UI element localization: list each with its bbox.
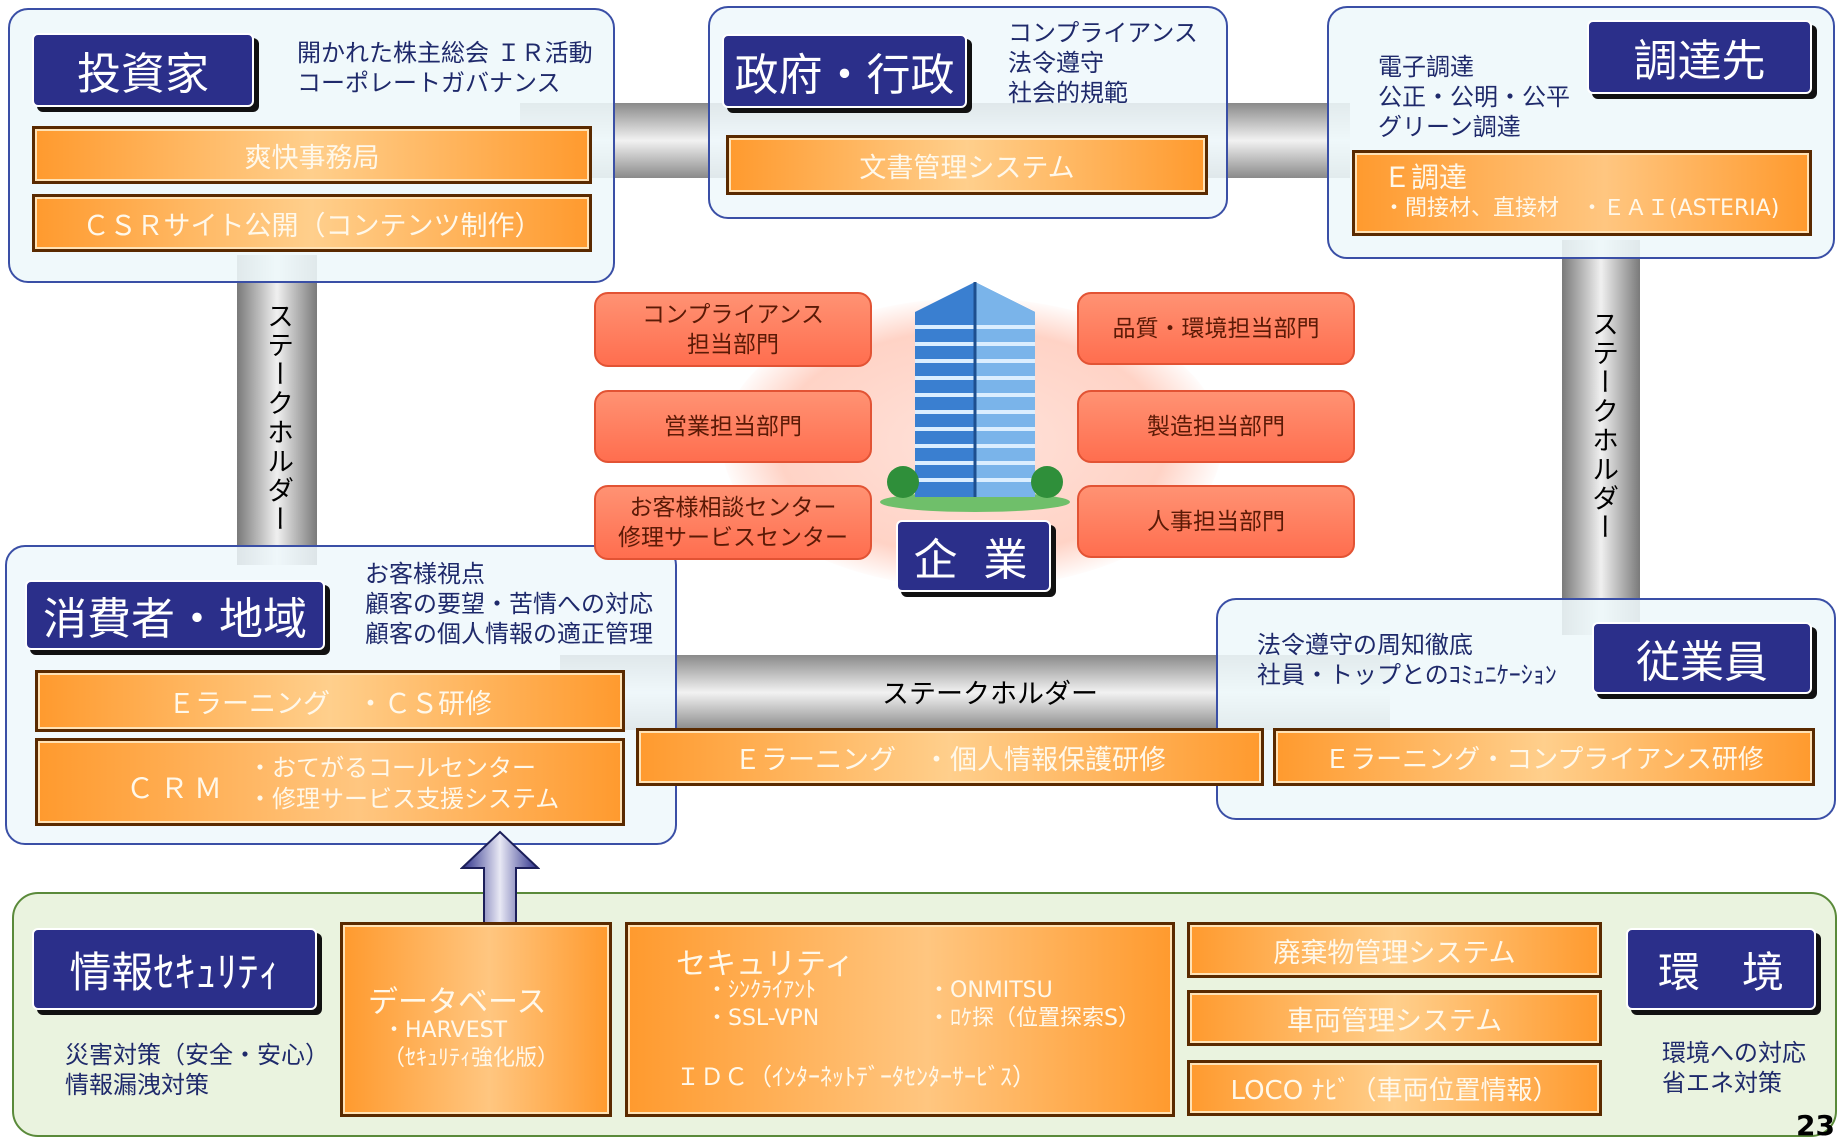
consumer-notes: お客様視点 顧客の要望・苦情への対応 顧客の個人情報の適正管理 bbox=[365, 560, 653, 648]
environment-notes: 環境への対応 省エネ対策 bbox=[1662, 1039, 1806, 1097]
supplier-bar-sub: ・間接材、直接材 ・ＥＡＩ(ASTERIA) bbox=[1383, 196, 1780, 221]
env-bar-loco-navi: LOCO ﾅﾋﾞ（車両位置情報） bbox=[1187, 1060, 1602, 1116]
stakeholder-label-left: ステークホルダー bbox=[262, 302, 293, 534]
page-number: 23 bbox=[1796, 1109, 1835, 1140]
security-box: セキュリティ ・ｼﾝｸﾗｲｱﾝﾄ ・SSL-VPN ・ONMITSU ・ﾛｹ探（… bbox=[625, 922, 1175, 1117]
security-items-left: ・ｼﾝｸﾗｲｱﾝﾄ ・SSL-VPN bbox=[706, 978, 820, 1031]
consumer-bar-elearning-cs: Ｅラーニング ・ＣＳ研修 bbox=[35, 670, 625, 732]
idc-label: ＩＤＣ（ｲﾝﾀｰﾈｯﾄﾃﾞｰﾀｾﾝﾀｰｻｰﾋﾞｽ） bbox=[676, 1063, 1036, 1091]
security-notes: 災害対策（安全・安心） 情報漏洩対策 bbox=[65, 1041, 329, 1099]
crm-label: ＣＲＭ bbox=[126, 772, 229, 805]
center-bar-elearning-privacy: Ｅラーニング ・個人情報保護研修 bbox=[636, 728, 1264, 786]
supplier-title: 調達先 bbox=[1587, 20, 1812, 94]
stakeholder-label-right: ステークホルダー bbox=[1587, 310, 1618, 542]
investor-title: 投資家 bbox=[32, 33, 254, 107]
security-box-title: セキュリティ bbox=[676, 947, 855, 982]
env-bar-vehicle-management: 車両管理システム bbox=[1187, 990, 1602, 1046]
investor-notes: 開かれた株主総会 ＩＲ活動 コーポレートガバナンス bbox=[297, 39, 593, 97]
database-box: データベース ・HARVEST （ｾｷｭﾘﾃｨ強化版） bbox=[340, 922, 612, 1117]
employee-title: 従業員 bbox=[1592, 622, 1812, 694]
dept-quality-environment: 品質・環境担当部門 bbox=[1077, 292, 1355, 365]
database-title: データベース bbox=[368, 985, 547, 1020]
government-title: 政府・行政 bbox=[722, 34, 967, 108]
stakeholder-label-middle: ステークホルダー bbox=[882, 679, 1098, 710]
connector-right-vertical bbox=[1562, 240, 1640, 635]
supplier-bar-e-procurement: Ｅ調達 ・間接材、直接材 ・ＥＡＩ(ASTERIA) bbox=[1352, 150, 1812, 236]
government-bar-document-system: 文書管理システム bbox=[726, 135, 1208, 195]
investor-bar-office: 爽快事務局 bbox=[32, 126, 592, 184]
environment-title: 環 境 bbox=[1626, 928, 1816, 1010]
security-title: 情報ｾｷｭﾘﾃｨ bbox=[32, 928, 317, 1010]
dept-hr: 人事担当部門 bbox=[1077, 485, 1355, 558]
dept-manufacturing: 製造担当部門 bbox=[1077, 390, 1355, 463]
security-items-right: ・ONMITSU ・ﾛｹ探（位置探索S） bbox=[928, 978, 1140, 1031]
connector-left-vertical bbox=[237, 255, 317, 565]
supplier-bar-title: Ｅ調達 bbox=[1383, 161, 1468, 194]
dept-customer-center: お客様相談センター 修理サービスセンター bbox=[594, 485, 872, 560]
database-items: ・HARVEST （ｾｷｭﾘﾃｨ強化版） bbox=[383, 1018, 560, 1071]
dept-sales: 営業担当部門 bbox=[594, 390, 872, 463]
dept-compliance: コンプライアンス 担当部門 bbox=[594, 292, 872, 367]
consumer-title: 消費者・地域 bbox=[25, 580, 325, 650]
enterprise-title: 企 業 bbox=[896, 520, 1051, 592]
government-notes: コンプライアンス 法令遵守 社会的規範 bbox=[1008, 19, 1198, 107]
investor-bar-csr-site: ＣＳＲサイト公開（コンテンツ制作） bbox=[32, 194, 592, 252]
employee-bar-elearning-compliance: Ｅラーニング・コンプライアンス研修 bbox=[1273, 728, 1815, 786]
consumer-bar-crm: ＣＲＭ ・おてがるコールセンター ・修理サービス支援システム bbox=[35, 738, 625, 826]
employee-notes: 法令遵守の周知徹底 社員・トップとのｺﾐｭﾆｹｰｼｮﾝ bbox=[1257, 631, 1557, 689]
crm-items: ・おてがるコールセンター ・修理サービス支援システム bbox=[248, 754, 560, 813]
office-building-icon bbox=[880, 282, 1070, 512]
supplier-notes: 電子調達 公正・公明・公平 グリーン調達 bbox=[1378, 53, 1570, 141]
env-bar-waste-management: 廃棄物管理システム bbox=[1187, 922, 1602, 978]
